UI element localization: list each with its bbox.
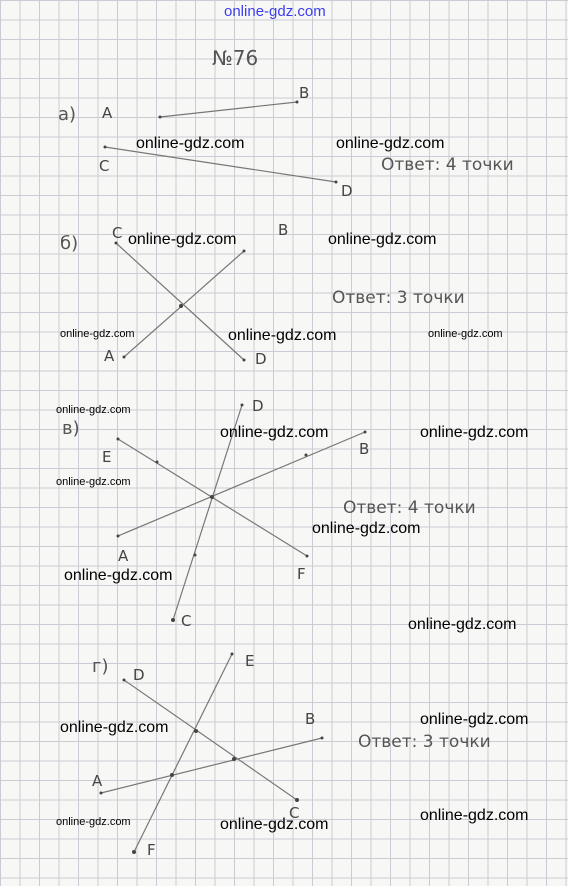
intersection-point [210, 495, 214, 499]
point-a [116, 534, 120, 538]
watermark: online-gdz.com [312, 520, 421, 537]
intersection-point [170, 773, 174, 777]
answer-a: Ответ: 4 точки [381, 155, 514, 175]
point-d [240, 403, 244, 407]
extra-point [155, 460, 159, 464]
point-label-d: D [252, 397, 264, 415]
segment-cd [115, 242, 245, 361]
watermark: online-gdz.com [60, 328, 135, 340]
point-label-e: E [102, 448, 112, 466]
watermark: online-gdz.com [64, 567, 173, 584]
point-a [158, 115, 162, 119]
segment-dc [123, 679, 298, 801]
point-label-d: D [255, 350, 267, 368]
site-header: online-gdz.com [224, 3, 326, 20]
point-label-f: F [147, 841, 156, 859]
point-f [305, 554, 309, 558]
figure-v [116, 403, 367, 622]
watermark: online-gdz.com [56, 404, 131, 416]
segment-cd [104, 146, 337, 183]
point-b [363, 430, 367, 434]
watermark: online-gdz.com [228, 327, 337, 344]
watermark: online-gdz.com [220, 424, 329, 441]
section-label-b: б) [60, 233, 79, 254]
segment-cd [172, 404, 243, 621]
segment-ab [100, 737, 323, 794]
section-label-a: а) [58, 104, 77, 125]
point-c [295, 798, 299, 802]
watermark: online-gdz.com [336, 135, 445, 152]
extra-point [193, 553, 197, 557]
figure-a [103, 100, 338, 184]
point-d [334, 180, 338, 184]
point-label-a: A [102, 104, 113, 122]
watermark: online-gdz.com [128, 231, 237, 248]
extra-point [304, 453, 308, 457]
segment-ab [117, 431, 366, 537]
section-label-v: в) [62, 418, 80, 439]
intersection-point [179, 304, 183, 308]
figure-b [114, 241, 246, 362]
point-label-c: C [99, 157, 110, 175]
segment-ef [133, 653, 233, 853]
point-label-b: B [305, 710, 316, 728]
answer-b: Ответ: 3 точки [332, 288, 465, 308]
point-c [103, 145, 107, 149]
watermark: online-gdz.com [420, 424, 529, 441]
watermark: online-gdz.com [136, 135, 245, 152]
point-f [132, 850, 136, 854]
point-d [122, 678, 126, 682]
point-b [320, 736, 324, 740]
watermark: online-gdz.com [420, 807, 529, 824]
point-d [242, 358, 246, 362]
point-label-f: F [297, 565, 306, 583]
answer-g: Ответ: 3 точки [358, 732, 491, 752]
point-e [116, 437, 120, 441]
point-c [171, 618, 175, 622]
watermark: online-gdz.com [60, 719, 169, 736]
point-label-b: B [278, 221, 289, 239]
watermark: online-gdz.com [428, 328, 503, 340]
watermark: online-gdz.com [56, 816, 131, 828]
intersection-point [194, 729, 198, 733]
point-label-c: C [289, 804, 300, 822]
point-label-e: E [245, 652, 255, 670]
point-b [295, 100, 299, 104]
point-label-a: A [118, 547, 129, 565]
point-label-b: B [299, 84, 310, 102]
point-label-a: A [104, 347, 115, 365]
section-label-g: г) [92, 656, 109, 677]
point-label-a: A [92, 772, 103, 790]
point-a [122, 355, 126, 359]
watermark: online-gdz.com [220, 816, 329, 833]
watermark: online-gdz.com [420, 711, 529, 728]
point-label-c: C [112, 224, 123, 242]
answer-v: Ответ: 4 точки [343, 498, 476, 518]
point-c [114, 241, 118, 245]
point-e [230, 652, 234, 656]
figure-g [99, 652, 324, 854]
point-a [99, 791, 103, 795]
watermark: online-gdz.com [408, 616, 517, 633]
watermark: online-gdz.com [328, 231, 437, 248]
watermark: online-gdz.com [56, 476, 131, 488]
point-label-c: C [181, 612, 192, 630]
point-label-d: D [133, 666, 145, 684]
point-b [242, 249, 246, 253]
segment-ab [123, 250, 245, 358]
intersection-point [232, 757, 236, 761]
point-label-d: D [341, 182, 353, 200]
problem-number: №76 [212, 46, 259, 70]
point-label-b: B [359, 440, 370, 458]
segment-ab [159, 101, 298, 118]
